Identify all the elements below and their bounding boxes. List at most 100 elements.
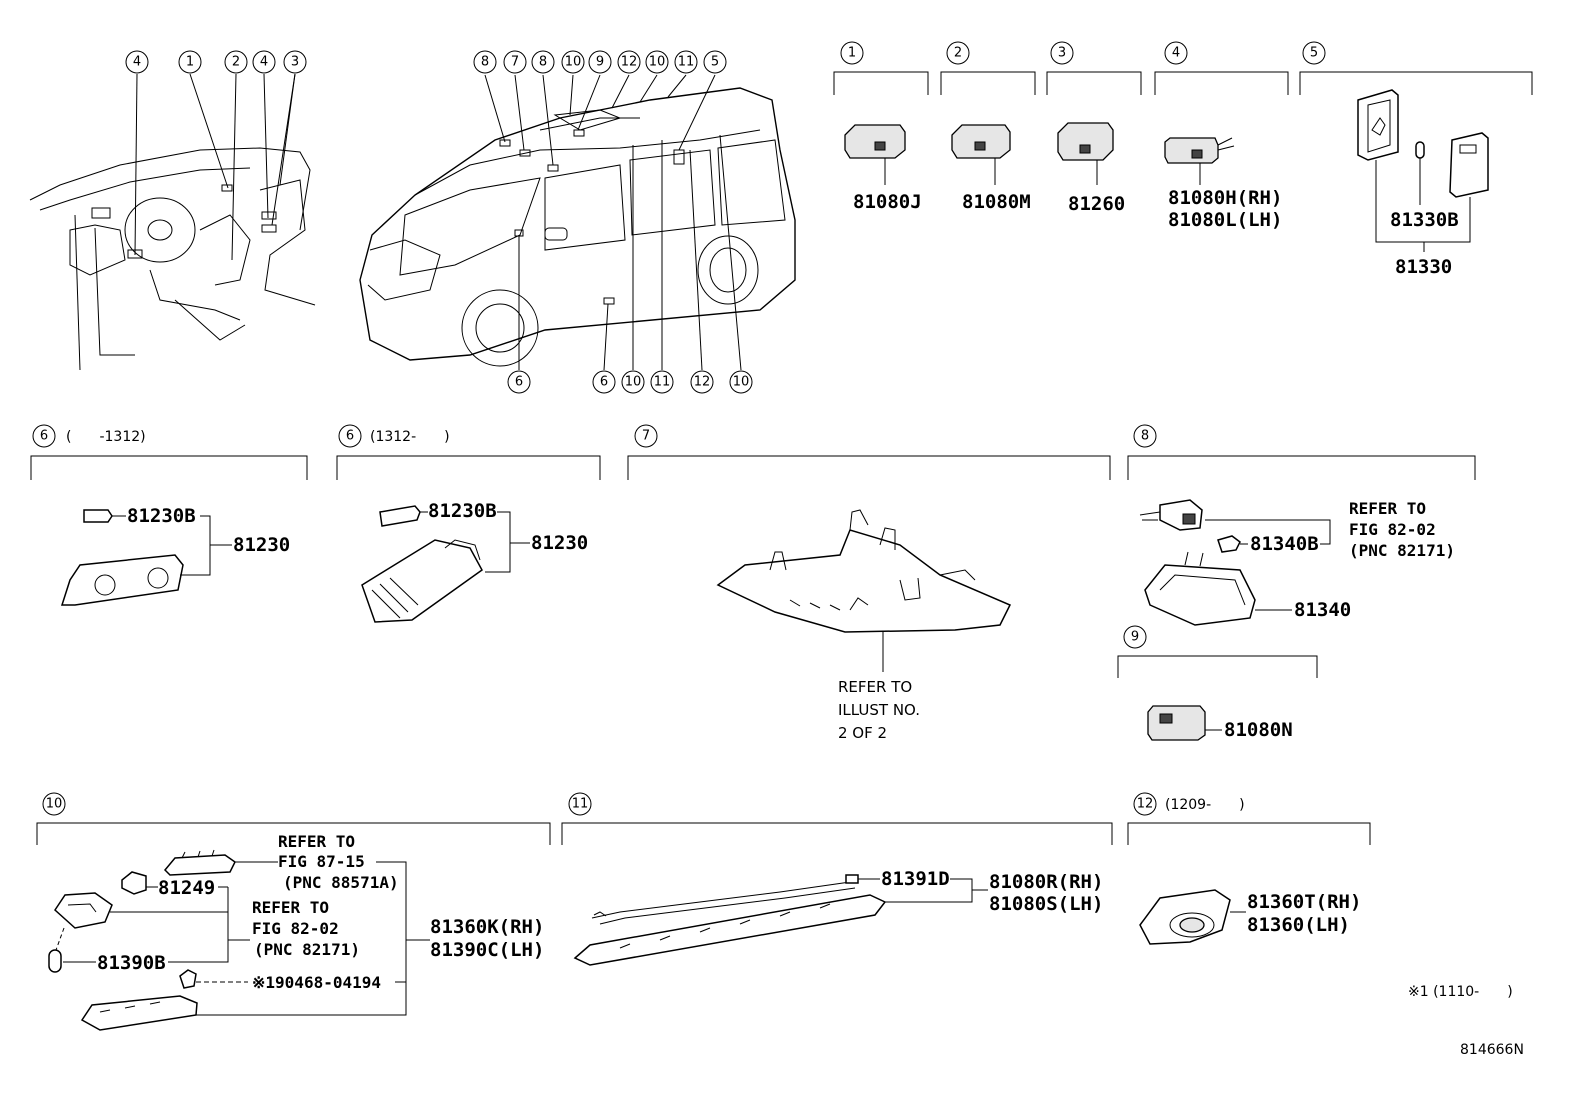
svg-text:8: 8	[1141, 429, 1149, 444]
ref-illust-line2: ILLUST NO.	[838, 701, 920, 719]
callout-7: 7	[503, 50, 527, 74]
part-number-81230-late: 81230	[531, 532, 588, 554]
part-number-81080M: 81080M	[962, 191, 1031, 213]
group-1: 1 81080J	[833, 41, 929, 213]
part-number-81330: 81330	[1395, 256, 1452, 278]
part-number-81391D: 81391D	[881, 868, 950, 890]
part-number-90468: ※190468-04194	[252, 973, 381, 992]
ref-illust-line3: 2 OF 2	[838, 724, 887, 742]
group-4: 4 81080H(RH) 81080L(LH)	[1154, 41, 1289, 231]
part-81360T-lamp-shape	[1139, 889, 1231, 945]
svg-text:8: 8	[539, 55, 547, 70]
svg-text:12: 12	[621, 55, 638, 70]
callout-8: 8	[531, 50, 555, 74]
callout-4: 4	[125, 50, 149, 74]
map-lamp-assembly-shape	[716, 509, 1012, 633]
part-number-81360K: 81360K(RH)	[430, 916, 544, 938]
part-number-81360: 81360(LH)	[1247, 914, 1350, 936]
svg-text:1: 1	[186, 55, 194, 70]
part-81080N-shape	[1147, 705, 1206, 741]
svg-text:5: 5	[711, 55, 719, 70]
callout-11: 11	[674, 50, 698, 74]
callout-9: 9	[588, 50, 612, 74]
callout-4: 4	[252, 50, 276, 74]
range-12: (1209- )	[1165, 797, 1245, 813]
part-socket-10-shape	[54, 892, 113, 929]
part-81249-cap-shape	[121, 871, 147, 895]
part-number-81249: 81249	[158, 877, 215, 899]
part-81080H-shape	[1164, 137, 1235, 164]
part-number-81360T: 81360T(RH)	[1247, 891, 1361, 913]
callout-1: 1	[178, 50, 202, 74]
callout-12: 12	[617, 50, 641, 74]
part-number-81080R: 81080R(RH)	[989, 871, 1103, 893]
ref-fig-10b-line2: FIG 82-02	[252, 919, 339, 938]
part-number-81230B: 81230B	[127, 505, 196, 527]
part-light-strip-shape	[573, 894, 887, 966]
part-81391D-wire-shape	[591, 874, 859, 925]
part-81080M-shape	[951, 124, 1011, 159]
callout-10: 10	[729, 370, 753, 394]
dashboard-illustration	[29, 73, 316, 371]
svg-text:4: 4	[1172, 46, 1180, 61]
svg-text:3: 3	[1058, 46, 1066, 61]
svg-text:12: 12	[694, 375, 711, 390]
callout-12: 12	[690, 370, 714, 394]
part-number-81260: 81260	[1068, 193, 1125, 215]
svg-text:7: 7	[511, 55, 519, 70]
part-number-81080J: 81080J	[853, 191, 922, 213]
ref-fig-10a-line1: REFER TO	[278, 832, 355, 851]
group-6-early: 6 ( -1312) 81230B 81230	[30, 424, 308, 606]
part-81330B-bulb-shape	[1415, 141, 1425, 205]
part-81340B-bulb-shape	[1217, 535, 1241, 553]
part-number-81340: 81340	[1294, 599, 1351, 621]
ref-fig-10b-line1: REFER TO	[252, 898, 329, 917]
van-callouts: 8 7 8 10 9 12 10 11 5 6 6 10 11 12 10	[473, 50, 753, 394]
part-81330-lens-shape	[1449, 132, 1489, 198]
svg-text:8: 8	[481, 55, 489, 70]
callout-10: 10	[561, 50, 585, 74]
part-socket-shape	[1139, 499, 1203, 531]
svg-text:4: 4	[260, 55, 268, 70]
callout-5: 5	[703, 50, 727, 74]
callout-10: 10	[645, 50, 669, 74]
illustration-id: 814666N	[1460, 1042, 1524, 1058]
part-number-81080S: 81080S(LH)	[989, 893, 1103, 915]
dash-callouts: 4 1 2 4 3	[125, 50, 307, 74]
part-81080J-shape	[844, 124, 906, 159]
ref-fig-10b-line3: (PNC 82171)	[254, 940, 360, 959]
callout-2: 2	[224, 50, 248, 74]
svg-text:12: 12	[1137, 797, 1154, 812]
callout-11: 11	[650, 370, 674, 394]
part-number-81080H: 81080H(RH)	[1168, 187, 1282, 209]
svg-text:11: 11	[572, 797, 589, 812]
svg-text:1: 1	[848, 46, 856, 61]
svg-text:6: 6	[600, 375, 608, 390]
part-number-81230B-late: 81230B	[428, 500, 497, 522]
group-11: 11 81391D 81080R(RH) 81080S(LH)	[561, 792, 1113, 966]
part-number-81230-early: 81230	[233, 534, 290, 556]
callout-8: 8	[473, 50, 497, 74]
svg-text:6: 6	[346, 429, 354, 444]
svg-text:9: 9	[596, 55, 604, 70]
svg-text:10: 10	[565, 55, 582, 70]
svg-text:11: 11	[678, 55, 695, 70]
part-number-81390B: 81390B	[97, 952, 166, 974]
part-81340-lamp-shape	[1144, 551, 1256, 626]
ref-fig-8-line1: REFER TO	[1349, 499, 1426, 518]
svg-text:3: 3	[291, 55, 299, 70]
part-81230-lamp-shape	[60, 554, 184, 606]
group-7: 7 REFER TO ILLUST NO. 2 OF 2	[627, 424, 1111, 742]
part-number-81330B: 81330B	[1390, 209, 1459, 231]
ref-illust-line1: REFER TO	[838, 678, 912, 696]
part-81330-housing-shape	[1357, 89, 1399, 161]
part-number-81390C: 81390C(LH)	[430, 939, 544, 961]
ref-fig-10a-line3: (PNC 88571A)	[283, 873, 399, 892]
group-5: 5 81330B 81330	[1299, 41, 1533, 278]
part-clip-shape	[179, 969, 197, 989]
range-6-late: (1312- )	[370, 429, 450, 445]
part-81230B-bulb-shape	[83, 509, 113, 523]
svg-text:11: 11	[654, 375, 671, 390]
svg-text:9: 9	[1131, 630, 1139, 645]
